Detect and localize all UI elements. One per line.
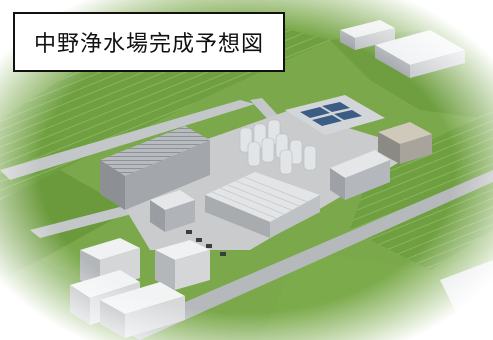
caption-box: 中野浄水場完成予想図: [13, 12, 285, 72]
caption-text: 中野浄水場完成予想図: [33, 32, 264, 57]
